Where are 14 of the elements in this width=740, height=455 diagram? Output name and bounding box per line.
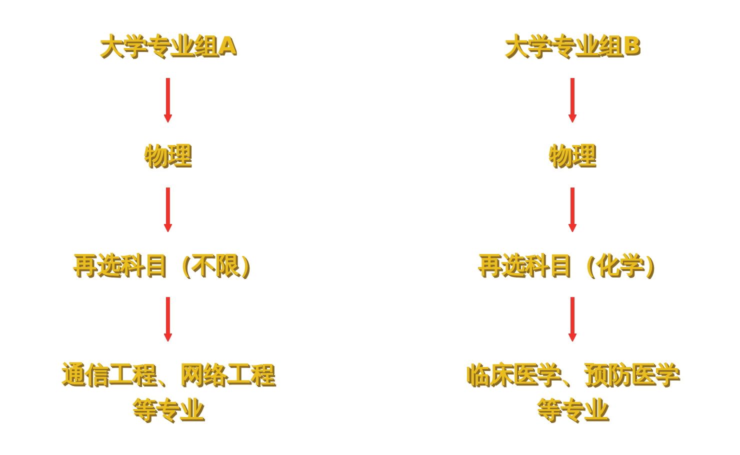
arrow bbox=[568, 188, 577, 232]
node-text: 通信工程、网络工程等专业 bbox=[61, 360, 274, 424]
arrow bbox=[163, 297, 172, 342]
arrow bbox=[163, 78, 172, 123]
node-text: 大学专业组A bbox=[99, 32, 236, 60]
node-text: 大学专业组B bbox=[504, 32, 640, 60]
arrow bbox=[568, 297, 577, 342]
arrow bbox=[568, 78, 577, 123]
node-text: 再选科目（化学） bbox=[478, 250, 667, 278]
arrow bbox=[163, 188, 172, 232]
node-text: 物理 bbox=[548, 141, 596, 169]
node-text: 临床医学、预防医学等专业 bbox=[466, 360, 679, 424]
node-text: 物理 bbox=[144, 141, 192, 169]
node-text: 再选科目（不限） bbox=[73, 250, 262, 278]
